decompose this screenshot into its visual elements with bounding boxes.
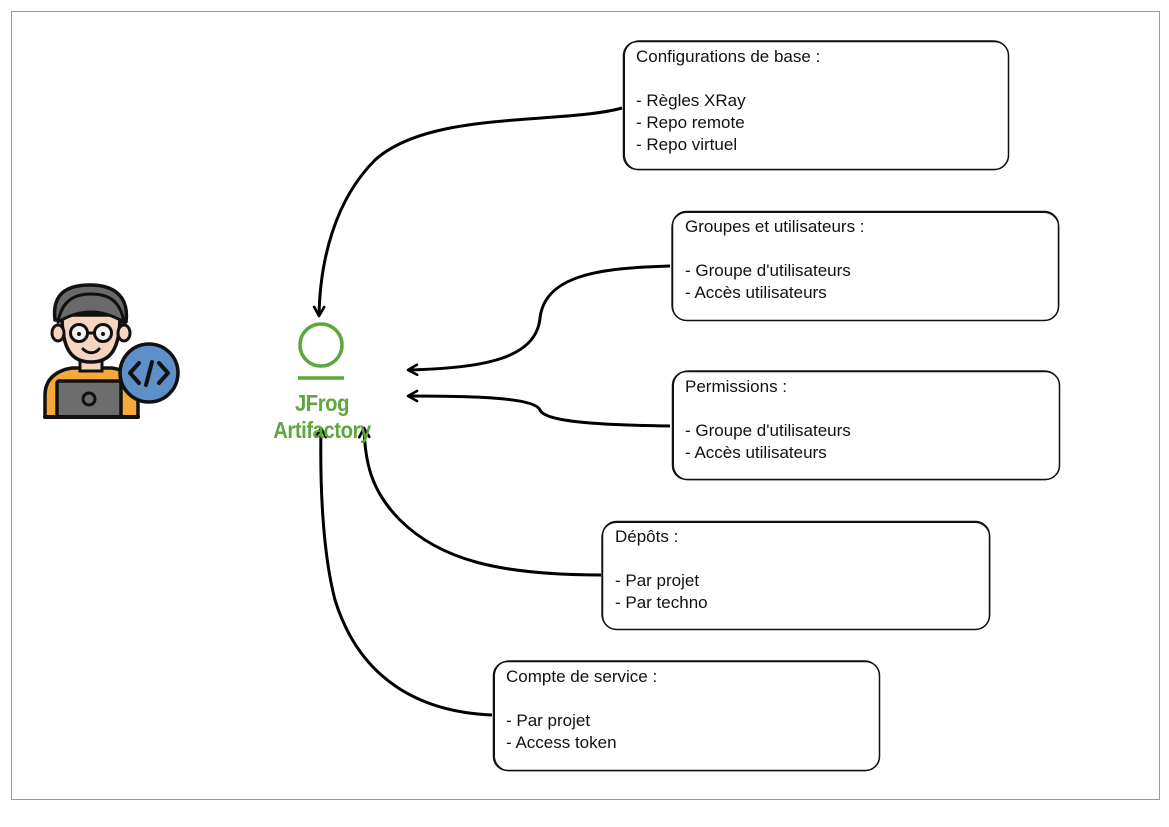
box-outline — [601, 520, 991, 631]
arrow-base-config — [312, 106, 623, 318]
box-groups-users: Groupes et utilisateurs : - Groupe d'uti… — [671, 210, 1060, 322]
arrow-depots — [357, 426, 602, 577]
code-brackets-icon — [118, 342, 180, 404]
box-base-config: Configurations de base : - Règles XRay -… — [622, 40, 1010, 171]
box-outline — [622, 40, 1010, 171]
arrow-permissions — [406, 389, 671, 428]
box-outline — [671, 210, 1060, 322]
box-title: Groupes et utilisateurs : — [685, 217, 865, 236]
list-item: - Par projet — [506, 711, 591, 730]
box-title: Compte de service : — [506, 667, 658, 686]
box-title: Permissions : — [685, 377, 788, 396]
list-item: - Accès utilisateurs — [685, 443, 827, 462]
box-permissions: Permissions : - Groupe d'utilisateurs - … — [671, 370, 1061, 481]
list-item: - Par projet — [615, 571, 700, 590]
jfrog-artifactory-logo — [298, 322, 344, 380]
box-service-account: Compte de service : - Par projet - Acces… — [492, 660, 881, 772]
list-item: - Groupe d'utilisateurs — [685, 261, 851, 280]
list-item: - Groupe d'utilisateurs — [685, 421, 851, 440]
box-depots: Dépôts : - Par projet - Par techno — [601, 520, 991, 631]
list-item: - Access token — [506, 733, 617, 752]
developer-with-laptop-icon — [43, 283, 140, 419]
arrow-service-account — [314, 426, 493, 717]
box-title: Dépôts : — [615, 527, 679, 546]
list-item: - Accès utilisateurs — [685, 283, 827, 302]
jfrog-artifactory-label: JFrog Artifactory — [273, 390, 371, 443]
list-item: - Par techno — [615, 593, 708, 612]
box-outline — [671, 370, 1061, 481]
diagram-frame — [11, 11, 1160, 800]
list-item: - Repo remote — [636, 113, 745, 132]
arrow-groups-users — [406, 264, 671, 377]
list-item: - Règles XRay — [636, 91, 746, 110]
list-item: - Repo virtuel — [636, 135, 738, 154]
box-title: Configurations de base : — [636, 47, 821, 66]
box-outline — [492, 660, 881, 772]
